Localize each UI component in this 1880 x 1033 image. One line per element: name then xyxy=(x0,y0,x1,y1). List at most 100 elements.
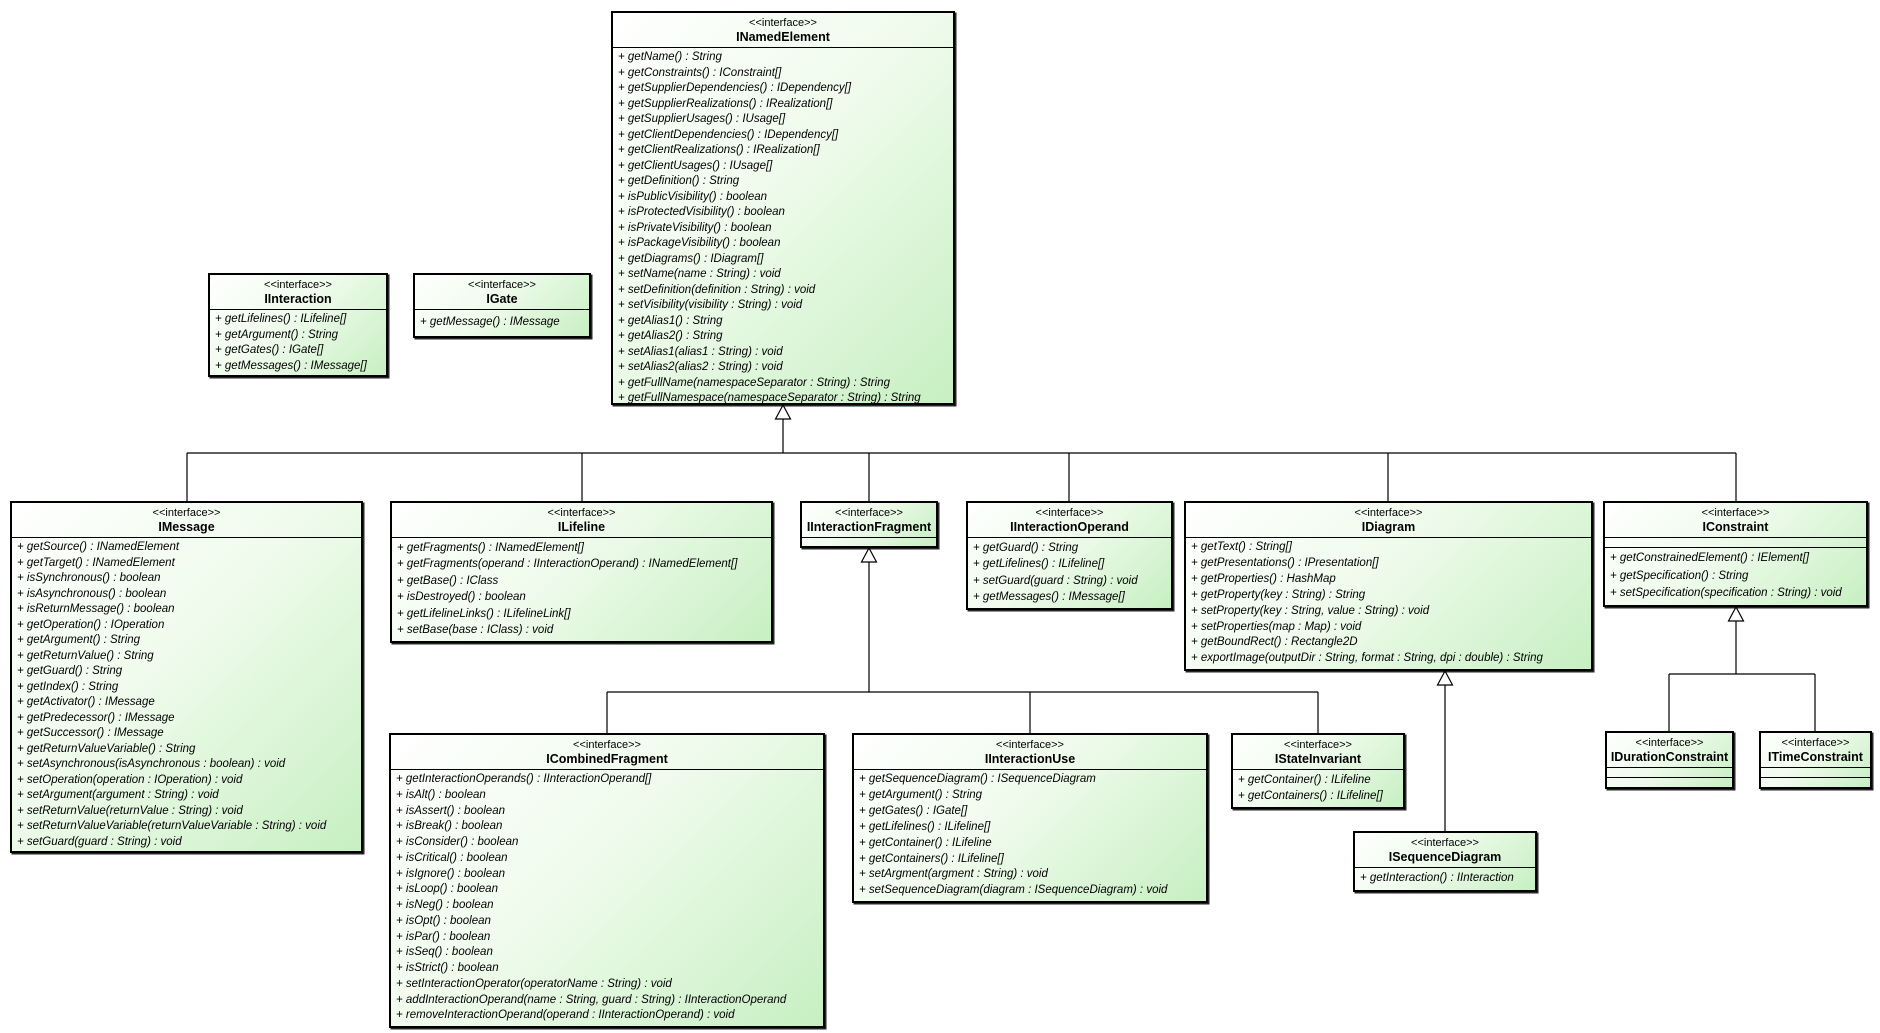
methods-compartment: + getLifelines() : ILifeline[] + getArgum… xyxy=(210,310,386,375)
interface-header: <<interface>> IInteractionFragment xyxy=(802,503,936,538)
method-item: + getClientRealizations() : IRealization… xyxy=(618,144,820,156)
interface-box-idurationconstraint: <<interface>> IDurationConstraint xyxy=(1605,731,1734,789)
method-item: + getMessage() : IMessage xyxy=(420,316,560,329)
method-item: + getSupplierUsages() : IUsage[] xyxy=(618,113,786,125)
interface-box-ilifeline: <<interface>> ILifeline + getFragments()… xyxy=(390,501,773,643)
method-item: + getActivator() : IMessage xyxy=(17,696,155,708)
method-item: + getPresentations() : IPresentation[] xyxy=(1191,557,1379,570)
method-item: + isDestroyed() : boolean xyxy=(397,591,526,603)
interface-header: <<interface>> IDurationConstraint xyxy=(1607,733,1732,768)
method-item: + getText() : String[] xyxy=(1191,541,1292,554)
method-item: + getSequenceDiagram() : ISequenceDiagra… xyxy=(859,773,1096,786)
generalization-triangle-idiagram xyxy=(1436,669,1454,686)
methods-compartment: + getFragments() : INamedElement[] + getF… xyxy=(392,538,771,641)
method-item: + getProperty(key : String) : String xyxy=(1191,588,1366,601)
method-item: + isPublicVisibility() : boolean xyxy=(618,190,768,203)
method-item: + getArgument() : String xyxy=(215,328,339,341)
method-item: + isLoop() : boolean xyxy=(396,883,498,896)
method-item: + getBase() : IClass xyxy=(397,574,499,587)
method-item: + setReturnValue(returnValue : String) :… xyxy=(17,804,243,817)
method-item: + isAsynchronous() : boolean xyxy=(17,587,167,600)
method-item: + exportImage(outputDir : String, format… xyxy=(1191,652,1543,665)
method-item: + addInteractionOperand(name : String, g… xyxy=(396,993,787,1006)
interface-header: <<interface>> INamedElement xyxy=(613,13,953,48)
method-item: + setBase(base : IClass) : void xyxy=(397,624,554,636)
methods-compartment: + getInteraction() : IInteraction xyxy=(1355,868,1535,890)
stereotype-label: <<interface>> xyxy=(264,279,332,291)
method-item: + getSupplierDependencies() : IDependenc… xyxy=(618,82,852,94)
method-item: + getProperties() : HashMap xyxy=(1191,572,1336,585)
interface-name: ILifeline xyxy=(557,520,606,534)
interface-name: IStateInvariant xyxy=(1274,752,1362,766)
method-item: + setProperty(key : String, value : Stri… xyxy=(1191,604,1430,617)
method-item: + getContainer() : ILifeline xyxy=(859,836,992,849)
method-item: + getInteraction() : IInteraction xyxy=(1360,872,1514,885)
method-item: + getContainer() : ILifeline xyxy=(1238,773,1371,786)
method-item: + getFullName(namespaceSeparator : Strin… xyxy=(618,376,890,389)
methods-compartment: + getText() : String[] + getPresentations… xyxy=(1186,538,1591,669)
method-item: + setProperties(map : Map) : void xyxy=(1191,620,1362,633)
methods-compartment: + getGuard() : String+ getLifelines() : … xyxy=(968,538,1171,608)
method-item: + getFragments(operand : IInteractionOpe… xyxy=(397,558,738,570)
method-item: + removeInteractionOperand(operand : IIn… xyxy=(396,1009,735,1022)
interface-box-iinteraction: <<interface>> IInteraction + getLifeline… xyxy=(208,273,388,377)
interface-header: <<interface>> ITimeConstraint xyxy=(1761,733,1870,768)
generalization-triangle-inamedelement xyxy=(774,403,792,420)
method-item: + setAsynchronous(isAsynchronous : boole… xyxy=(17,758,286,770)
interface-header: <<interface>> IInteractionUse xyxy=(854,735,1206,770)
method-item: + setDefinition(definition : String) : v… xyxy=(618,283,816,296)
interface-header: <<interface>> IStateInvariant xyxy=(1233,735,1403,770)
stereotype-label: <<interface>> xyxy=(1635,737,1704,749)
interface-name: IMessage xyxy=(158,520,215,534)
method-item: + getLifelines() : ILifeline[] xyxy=(859,820,991,833)
interface-box-isequencediagram: <<interface>> ISequenceDiagram + getInte… xyxy=(1353,831,1537,892)
method-item: + isSynchronous() : boolean xyxy=(17,572,161,584)
methods-compartment: + getSource() : INamedElement+ getTarget… xyxy=(12,538,361,851)
method-item: + getSuccessor() : IMessage xyxy=(17,727,164,739)
method-item: + getLifelines() : ILifeline[] xyxy=(215,313,347,325)
stereotype-label: <<interface>> xyxy=(1284,739,1352,751)
method-item: + isNeg() : boolean xyxy=(396,899,494,912)
empty-attributes-compartment xyxy=(1607,768,1732,778)
method-item: + isReturnMessage() : boolean xyxy=(17,603,175,615)
interface-header: <<interface>> ILifeline xyxy=(392,503,771,538)
method-item: + getMessages() : IMessage[] xyxy=(215,359,367,372)
empty-attributes-compartment xyxy=(1761,768,1870,778)
method-item: + isSeq() : boolean xyxy=(396,946,493,959)
method-item: + setName(name : String) : void xyxy=(618,268,781,280)
method-item: + getFragments() : INamedElement[] xyxy=(397,541,584,554)
method-item: + getLifelines() : ILifeline[] xyxy=(973,558,1105,570)
method-item: + getBoundRect() : Rectangle2D xyxy=(1191,636,1358,649)
method-item: + setInteractionOperator(operatorName : … xyxy=(396,977,672,990)
interface-name: ISequenceDiagram xyxy=(1388,850,1502,864)
method-item: + setAlias1(alias1 : String) : void xyxy=(618,345,783,358)
interface-box-iinteractionoperand: <<interface>> IInteractionOperand + getG… xyxy=(966,501,1173,610)
stereotype-label: <<interface>> xyxy=(152,507,221,519)
method-item: + isPackageVisibility() : boolean xyxy=(618,237,781,249)
stereotype-label: <<interface>> xyxy=(547,507,616,519)
method-item: + getConstrainedElement() : IElement[] xyxy=(1610,552,1810,565)
interface-name: ICombinedFragment xyxy=(546,752,668,766)
interface-box-iinteractionfragment: <<interface>> IInteractionFragment xyxy=(800,501,938,548)
method-item: + getOperation() : IOperation xyxy=(17,618,165,631)
method-item: + isPrivateVisibility() : boolean xyxy=(618,221,772,234)
interface-box-inamedelement: <<interface>> INamedElement + getName() … xyxy=(611,11,955,405)
interface-header: <<interface>> IInteraction xyxy=(210,275,386,310)
methods-compartment: + getInteractionOperands() : IInteractio… xyxy=(391,770,823,1026)
interface-box-idiagram: <<interface>> IDiagram + getText() : Str… xyxy=(1184,501,1593,671)
method-item: + getName() : String xyxy=(618,51,722,63)
method-item: + isConsider() : boolean xyxy=(396,836,519,849)
method-item: + getTarget() : INamedElement xyxy=(17,556,175,569)
method-item: + getMessages() : IMessage[] xyxy=(973,591,1125,603)
method-item: + isIgnore() : boolean xyxy=(396,867,505,880)
method-item: + getSpecification() : String xyxy=(1610,569,1749,582)
method-item: + getLifelineLinks() : ILifelineLink[] xyxy=(397,607,571,620)
methods-compartment: + getMessage() : IMessage xyxy=(415,310,589,336)
method-item: + setAlias2(alias2 : String) : void xyxy=(618,361,783,373)
interface-name: IDiagram xyxy=(1361,520,1416,534)
method-item: + getPredecessor() : IMessage xyxy=(17,711,175,724)
method-item: + isBreak() : boolean xyxy=(396,820,503,833)
method-item: + setArgument(argument : String) : void xyxy=(17,789,219,801)
interface-box-imessage: <<interface>> IMessage + getSource() : I… xyxy=(10,501,363,853)
method-item: + getContainers() : ILifeline[] xyxy=(859,852,1004,865)
